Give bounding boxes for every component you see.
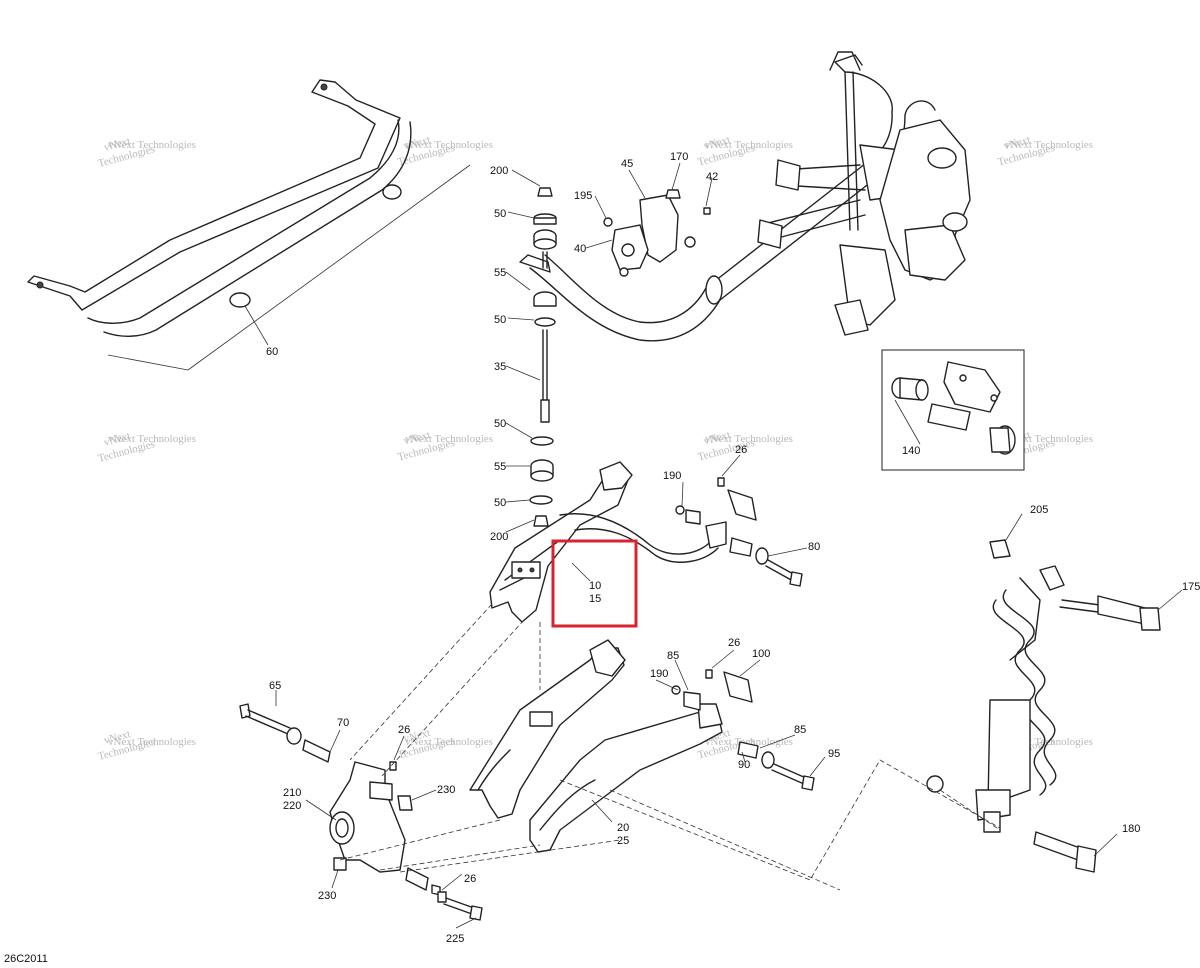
callout-200: 200 bbox=[490, 531, 508, 543]
callout-140: 140 bbox=[902, 445, 920, 457]
callout-195: 195 bbox=[574, 190, 592, 202]
callout-55: 55 bbox=[494, 267, 506, 279]
callout-65: 65 bbox=[269, 680, 281, 692]
watermark-text: vNext Technologies bbox=[705, 139, 793, 151]
callout-205: 205 bbox=[1030, 504, 1048, 516]
callout-200: 200 bbox=[490, 165, 508, 177]
callout-15: 15 bbox=[589, 593, 601, 605]
callout-50: 50 bbox=[494, 497, 506, 509]
sway-bar-60 bbox=[27, 79, 471, 371]
callout-170: 170 bbox=[670, 151, 688, 163]
callout-60: 60 bbox=[266, 346, 278, 358]
callout-70: 70 bbox=[337, 717, 349, 729]
callout-20: 20 bbox=[617, 822, 629, 834]
leader-lines bbox=[275, 162, 1183, 929]
watermark-text: vNext Technologies bbox=[405, 736, 493, 748]
callout-35: 35 bbox=[494, 361, 506, 373]
callout-40: 40 bbox=[574, 243, 586, 255]
callout-26: 26 bbox=[728, 637, 740, 649]
callout-25: 25 bbox=[617, 835, 629, 847]
watermark-text: vNext Technologies bbox=[705, 433, 793, 445]
callout-90: 90 bbox=[738, 759, 750, 771]
watermark-text: vNext Technologies bbox=[705, 736, 793, 748]
callout-45: 45 bbox=[621, 158, 633, 170]
callout-80: 80 bbox=[808, 541, 820, 553]
callout-100: 100 bbox=[752, 648, 770, 660]
callout-210: 210 bbox=[283, 787, 301, 799]
watermark-text: vNext Technologies bbox=[405, 139, 493, 151]
callout-50: 50 bbox=[494, 208, 506, 220]
callout-190: 190 bbox=[650, 668, 668, 680]
sway-bar-assembly bbox=[519, 51, 971, 342]
sway-bar-clamp bbox=[603, 189, 711, 277]
knuckle-hardware bbox=[239, 703, 483, 921]
assembly-lines bbox=[339, 603, 1001, 891]
callout-190: 190 bbox=[663, 470, 681, 482]
watermark-text: vNext Technologies bbox=[1005, 139, 1093, 151]
callout-26: 26 bbox=[398, 724, 410, 736]
bushing-detail-box bbox=[881, 349, 1025, 471]
upper-a-arm bbox=[489, 461, 727, 623]
callout-85: 85 bbox=[667, 650, 679, 662]
callout-26: 26 bbox=[464, 873, 476, 885]
watermark-text: vNext Technologies bbox=[405, 433, 493, 445]
highlight-box bbox=[551, 539, 638, 628]
callout-95: 95 bbox=[828, 748, 840, 760]
callout-labels: 200 50 55 50 35 50 55 50 200 60 195 45 1… bbox=[266, 151, 1200, 945]
watermark-text: vNext Technologies bbox=[1005, 433, 1093, 445]
watermark-text: vNext Technologies bbox=[108, 736, 196, 748]
watermark-text: vNext Technologies bbox=[108, 433, 196, 445]
diagram-code: 26C2011 bbox=[4, 953, 48, 965]
callout-225: 225 bbox=[446, 933, 464, 945]
upper-arm-hardware bbox=[675, 477, 803, 587]
callout-85: 85 bbox=[794, 724, 806, 736]
callout-230: 230 bbox=[318, 890, 336, 902]
callout-26: 26 bbox=[735, 444, 747, 456]
callout-180: 180 bbox=[1122, 823, 1140, 835]
callout-42: 42 bbox=[706, 171, 718, 183]
lower-arm-hardware bbox=[671, 669, 815, 791]
callout-10: 10 bbox=[589, 580, 601, 592]
callout-50: 50 bbox=[494, 418, 506, 430]
lower-trailing-arm bbox=[469, 639, 723, 853]
callout-220: 220 bbox=[283, 800, 301, 812]
callout-230: 230 bbox=[437, 784, 455, 796]
watermark-text: vNext Technologies bbox=[108, 139, 196, 151]
callout-50: 50 bbox=[494, 314, 506, 326]
callout-175: 175 bbox=[1182, 581, 1200, 593]
callout-55: 55 bbox=[494, 461, 506, 473]
link-rod-stack bbox=[529, 187, 557, 527]
shock-absorber bbox=[926, 539, 1161, 873]
